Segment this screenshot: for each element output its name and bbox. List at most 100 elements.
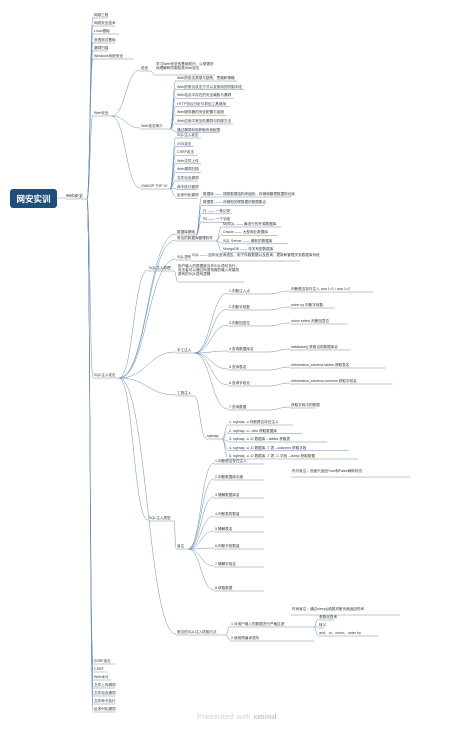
blind-step-3[interactable]: 4.判断表的数量 [215, 512, 240, 516]
web-owasp[interactable]: OWASP TOP 10 [141, 184, 168, 188]
branch-line [187, 530, 215, 550]
union-step-5[interactable]: information_schema.columns 获取字段名 [291, 379, 357, 383]
level2-topic-winserver[interactable]: Windows系统安全 [94, 54, 123, 58]
db-basic-item-3[interactable]: 列 —— 一个字段 [203, 217, 231, 222]
level2-topic-sqli[interactable]: SQL注入攻击 [94, 373, 116, 377]
sqli-db-types[interactable]: 常见的数据库管理软件 [177, 236, 213, 240]
web-owasp-item-2[interactable]: CSRF攻击 [177, 150, 194, 155]
manual-step-5[interactable]: 6.查询字段名 [229, 381, 250, 385]
web-owasp-item-5[interactable]: 文件包含漏洞 [177, 176, 199, 180]
level2-topic-fexec[interactable]: 文件命令执行 [94, 699, 116, 703]
web-attack-item-3[interactable]: HTTP协议分析与抓包工具使用 [177, 101, 226, 106]
sqli-db-basic[interactable]: 数据库基础 [177, 230, 195, 234]
blind-step-1[interactable]: 2.判断数据库长度 [215, 475, 244, 479]
blind-step-6[interactable]: 7.猜解字段名 [215, 562, 236, 566]
web-owasp-item-1[interactable]: XSS攻击 [177, 141, 192, 146]
tool-item-0[interactable]: 1. sqlmap -u 判断是否存在注入 [229, 420, 279, 424]
union-step-1[interactable]: order by 判断字段数 [291, 303, 324, 307]
db-type-item-3[interactable]: MongoDB —— 非关系型数据库 [223, 247, 274, 252]
web-attack-item-0[interactable]: Web的攻击类型与趋势、思路和策略 [177, 76, 235, 80]
tool-item-2[interactable]: 3. sqlmap -u -D 数据库 --tables 获取表 [229, 437, 291, 441]
blind-step-7[interactable]: 8.获取数据 [215, 586, 233, 590]
root-topic[interactable]: 网安实训 [10, 189, 57, 208]
db-type-item-1[interactable]: Oracle —— 大型商业数据库 [223, 230, 268, 235]
defense-item-0[interactable]: 1.对用户输入的数据进行严格过滤 [231, 622, 285, 626]
level2-topic-linux[interactable]: Linux基础 [94, 29, 110, 33]
branch-line [86, 114, 94, 200]
defense-sub-1[interactable]: 转义 [319, 623, 327, 627]
branch-line [267, 406, 291, 411]
branch-line [169, 128, 177, 132]
branch-line [193, 352, 229, 370]
tool-item-4[interactable]: 5. sqlmap -u -D 数据库 -T 表 -C 字段 --dump 获取… [229, 454, 315, 458]
manual-step-3[interactable]: 4.查询数据库名 [229, 347, 254, 351]
defense-sub-2[interactable]: and、or、union、order by [319, 631, 361, 635]
time-blind-note[interactable]: 时间盲注：通过sleep()函数判断页面返回时间 [292, 607, 365, 611]
sqli-tool[interactable]: 工具注入 [177, 391, 192, 395]
union-step-0[interactable]: 判断是否存在注入 and 1=1 / and 1=2 [291, 287, 350, 291]
branch-line [86, 198, 94, 712]
level2-topic-hw[interactable]: 网络工程 [94, 13, 109, 17]
branch-line [193, 350, 229, 354]
union-step-2[interactable]: union select 判断回显位 [291, 319, 330, 323]
manual-step-6[interactable]: 7.查询数据 [229, 405, 247, 409]
level2-topic-csrf[interactable]: CSRF [94, 667, 104, 671]
web-owasp-item-4[interactable]: Web漏洞扫描 [177, 167, 199, 172]
sqli-manual[interactable]: 手工注入 [177, 348, 192, 352]
web-attack-item-1[interactable]: Web的常见攻击方式以及常用的防御手段 [177, 84, 242, 89]
level2-topic-upload[interactable]: 文件上传漏洞 [94, 683, 116, 687]
web-attack-item-4[interactable]: Web服务器的安全配置与加固 [177, 110, 224, 115]
blind-step-5[interactable]: 6.判断字段数量 [215, 544, 240, 548]
defense-item-1[interactable]: 2.使用预编译语句 [231, 636, 260, 640]
level2-topic-ms[interactable]: 漏洞扫描 [94, 46, 109, 50]
level2-topic-ssrf[interactable]: SSRF攻击 [94, 659, 111, 663]
tool-item-1[interactable]: 2. sqlmap -u --dbs 获取数据库 [229, 428, 277, 433]
sqli-sql-def[interactable]: SQL语句 [177, 255, 192, 259]
manual-step-0[interactable]: 1.判断注入点 [229, 289, 250, 293]
boolean-blind-note[interactable]: 布尔盲注：页面只返回True和False两种状态 [292, 469, 362, 473]
web-owasp-item-6[interactable]: 命令执行漏洞 [177, 184, 199, 189]
level2-topic-include[interactable]: 文件包含漏洞 [94, 691, 116, 695]
branch-line [118, 377, 177, 635]
sqli-principle-note[interactable]: 用户输入的数据被当作SQL语句执行，攻击者可以通过构造特殊的输入来篡改原有的SQ… [178, 264, 240, 277]
sqli-defense[interactable]: 常见的SQL注入防御方法 [177, 630, 217, 634]
manual-step-1[interactable]: 2.判断字段数 [229, 305, 250, 309]
web-owasp-item-7[interactable]: 反序列化漏洞 [177, 193, 199, 198]
blind-step-4[interactable]: 5.猜解表名 [215, 527, 233, 531]
web-intro[interactable]: 前言 [141, 66, 149, 70]
level2-topic-netbase[interactable]: 网络安全技术 [94, 21, 116, 25]
tool-item-3[interactable]: 4. sqlmap -u -D 数据库 -T 表 --columns 获取字段 [229, 445, 307, 450]
db-type-item-0[interactable]: MySQL —— 最流行的开源数据库 [223, 222, 277, 226]
web-owasp-item-0[interactable]: SQL注入攻击 [177, 133, 199, 137]
defense-sub-0[interactable]: 参数化查询 [319, 615, 337, 619]
web-intro-note[interactable]: 学习Web安全的基础知识，以便更好地理解和防御各类Web攻击 [156, 62, 214, 71]
level2-topic-websafe[interactable]: 渗透测试基础 [94, 38, 116, 42]
db-basic-item-2[interactable]: 行 —— 一条记录 [203, 208, 231, 213]
web-attack-item-2[interactable]: Web站点中存在的安全威胁与漏洞 [177, 93, 232, 98]
manual-step-2[interactable]: 3.判断回显位 [229, 321, 250, 325]
web-attack-item-6[interactable]: 通过漏洞利用获取系统权限 [177, 127, 221, 132]
blind-step-0[interactable]: 1.判断是否存在注入 [215, 459, 247, 463]
branch-line [221, 423, 229, 440]
sqli-principle[interactable]: SQL注入原理 [149, 266, 171, 270]
union-step-3[interactable]: database() 获取当前数据库名 [291, 345, 338, 349]
web-attack[interactable]: Web攻击简介 [141, 124, 163, 128]
sqli-blind[interactable]: 盲注 [177, 544, 185, 548]
sql-def-note[interactable]: SQL —— 结构化查询语言，用于存取数据以及查询、更新和管理关系数据库系统 [192, 253, 320, 257]
web-owasp-item-3[interactable]: Web文件上传 [177, 158, 199, 163]
db-basic-item-1[interactable]: 数据表 —— 存储相关联数据的数据集合 [203, 200, 267, 205]
web-attack-item-5[interactable]: Web应用中常见的漏洞与防御方法 [177, 119, 232, 123]
blind-step-2[interactable]: 3.猜解数据库名 [215, 493, 240, 497]
sqli-types[interactable]: SQL注入类型 [149, 516, 171, 520]
level1-topic[interactable]: Web安全 [66, 193, 83, 198]
union-step-6[interactable]: 获取字段中的数据 [291, 403, 320, 407]
manual-step-4[interactable]: 5.查询表名 [229, 365, 247, 369]
union-step-4[interactable]: information_schema.tables 获取表名 [291, 363, 350, 367]
db-type-item-2[interactable]: SQL Server —— 微软的数据库 [223, 238, 273, 243]
level2-topic-webshell[interactable]: Web木马 [94, 675, 109, 679]
level2-topic-web[interactable]: Web安全 [94, 111, 109, 115]
db-basic-item-0[interactable]: 数据库 —— 按照数据结构来组织、存储和管理数据的仓库 [203, 192, 295, 196]
branch-line [267, 322, 291, 327]
level2-topic-deser[interactable]: 反序列化漏洞 [94, 707, 116, 711]
sqlmap-node[interactable]: sqlmap [207, 434, 219, 438]
